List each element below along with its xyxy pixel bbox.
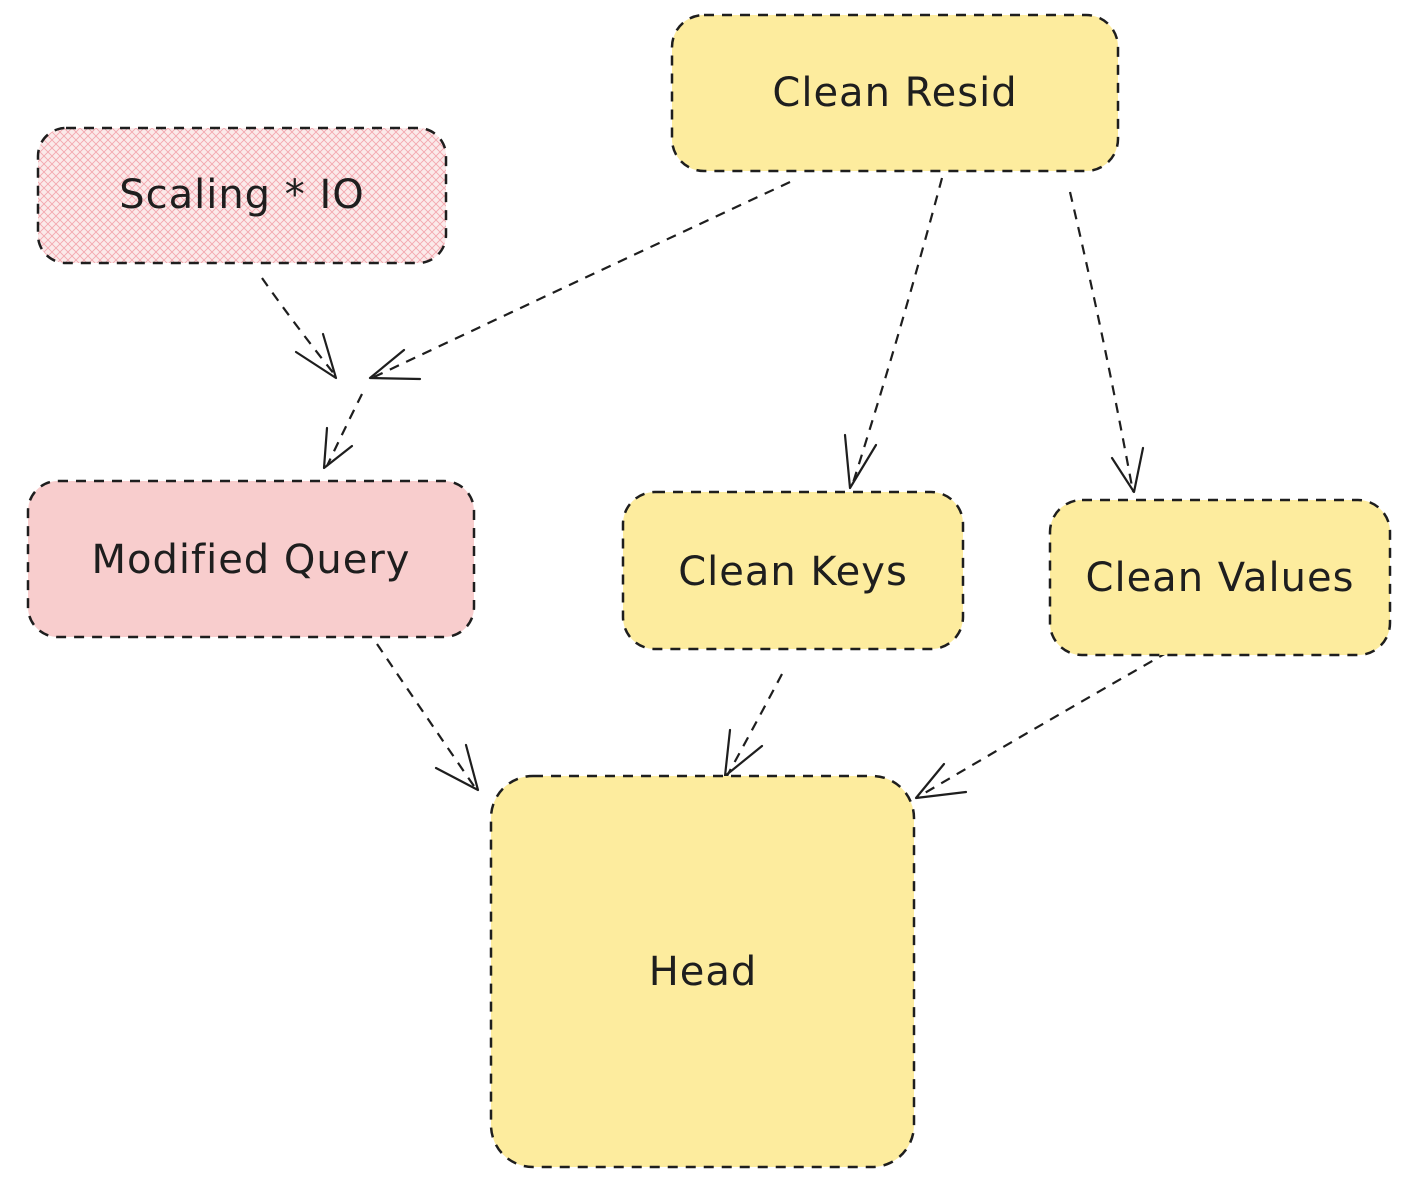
node-modified-query[interactable]: Modified Query bbox=[26, 479, 476, 639]
node-head-label: Head bbox=[649, 949, 758, 995]
node-scaling-io[interactable]: Scaling * IO bbox=[36, 126, 448, 265]
node-clean-values-label: Clean Values bbox=[1086, 555, 1355, 601]
node-clean-resid[interactable]: Clean Resid bbox=[670, 13, 1120, 173]
node-clean-values[interactable]: Clean Values bbox=[1048, 498, 1392, 657]
node-head-box bbox=[489, 774, 916, 1169]
edge-scaling-to-junction bbox=[261, 277, 338, 380]
node-clean-resid-label: Clean Resid bbox=[772, 70, 1017, 116]
node-clean-keys-box bbox=[621, 490, 965, 651]
node-clean-resid-box bbox=[670, 13, 1120, 173]
edge-modified-query-to-head bbox=[376, 643, 480, 792]
edge-resid-to-clean-values bbox=[1068, 191, 1145, 494]
node-clean-keys-label: Clean Keys bbox=[678, 549, 908, 595]
node-head[interactable]: Head bbox=[489, 774, 916, 1169]
node-scaling-io-box bbox=[36, 126, 448, 265]
node-scaling-io-label: Scaling * IO bbox=[119, 172, 365, 218]
edge-resid-to-clean-keys bbox=[843, 177, 944, 490]
node-modified-query-box bbox=[26, 479, 476, 639]
node-clean-keys[interactable]: Clean Keys bbox=[621, 490, 965, 651]
node-clean-values-box bbox=[1048, 498, 1392, 657]
edge-junction-to-modified-query bbox=[322, 393, 363, 470]
edge-resid-to-junction bbox=[368, 181, 791, 381]
edge-clean-keys-to-head bbox=[723, 673, 783, 778]
node-modified-query-label: Modified Query bbox=[92, 537, 411, 583]
edge-clean-values-to-head bbox=[914, 651, 1169, 800]
